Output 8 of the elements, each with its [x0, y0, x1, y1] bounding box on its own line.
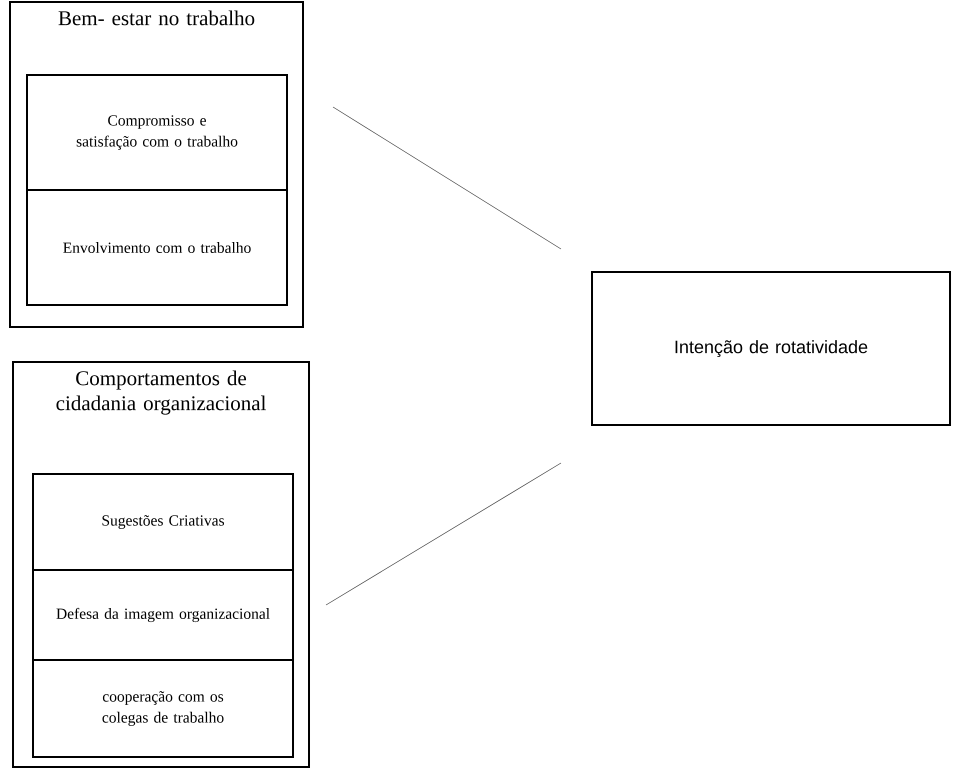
- item-box: Sugestões Criativas: [32, 473, 294, 571]
- connector-line: [332, 106, 562, 250]
- item-box: Defesa da imagem organizacional: [32, 569, 294, 661]
- item-box: Compromisso e satisfação com o trabalho: [26, 74, 288, 191]
- outcome-box: Intenção de rotatividade: [591, 271, 952, 426]
- item-box: cooperação com os colegas de trabalho: [32, 659, 294, 758]
- connector-line: [326, 462, 562, 606]
- item-box: Envolvimento com o trabalho: [26, 189, 288, 306]
